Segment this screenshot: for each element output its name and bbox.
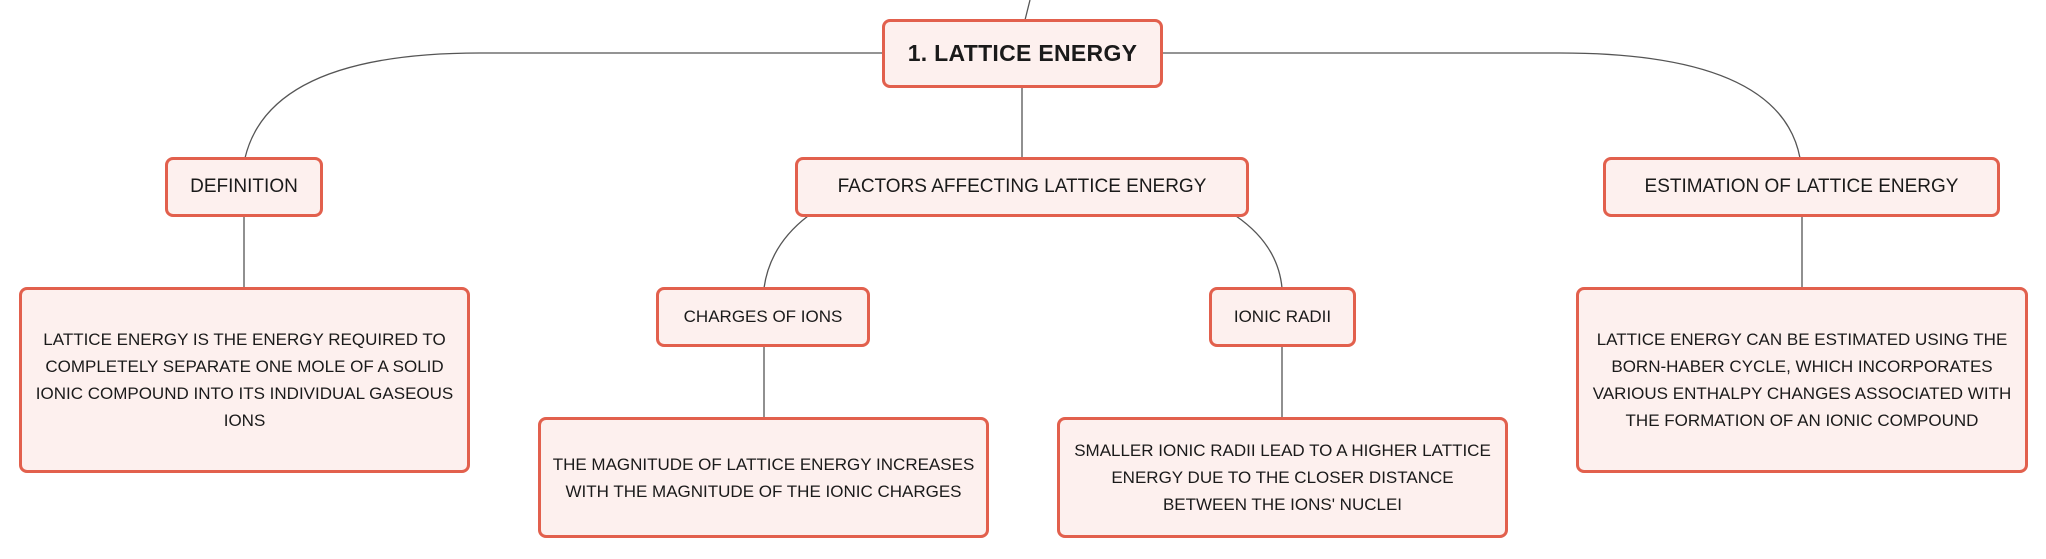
charges-detail-text: THE MAGNITUDE OF LATTICE ENERGY INCREASE…: [552, 454, 975, 501]
estimation-node[interactable]: ESTIMATION OF LATTICE ENERGY: [1603, 157, 2000, 217]
definition-node[interactable]: DEFINITION: [165, 157, 323, 217]
factors-label: FACTORS AFFECTING LATTICE ENERGY: [837, 176, 1207, 197]
factors-node[interactable]: FACTORS AFFECTING LATTICE ENERGY: [795, 157, 1249, 217]
ionic-radii-label: IONIC RADII: [1233, 307, 1332, 326]
radii-detail-text: SMALLER IONIC RADII LEAD TO A HIGHER LAT…: [1074, 441, 1491, 514]
connector-root-to-estimation: [1162, 52, 1801, 159]
root-topic-node[interactable]: 1. LATTICE ENERGY: [882, 19, 1163, 88]
estimation-label: ESTIMATION OF LATTICE ENERGY: [1644, 176, 1959, 197]
root-topic-label: 1. LATTICE ENERGY: [907, 40, 1138, 66]
estimation-detail-node[interactable]: LATTICE ENERGY CAN BE ESTIMATED USING TH…: [1576, 287, 2028, 473]
definition-label: DEFINITION: [190, 176, 298, 197]
charges-of-ions-node[interactable]: CHARGES OF IONS: [656, 287, 870, 347]
ionic-radii-node[interactable]: IONIC RADII: [1209, 287, 1356, 347]
estimation-detail-text: LATTICE ENERGY CAN BE ESTIMATED USING TH…: [1592, 330, 2012, 430]
connector-parent-to-root: [1024, 0, 1031, 21]
definition-detail-text: LATTICE ENERGY IS THE ENERGY REQUIRED TO…: [35, 330, 454, 430]
connector-factors-to-charges: [763, 215, 809, 289]
connector-factors-to-radii: [1235, 215, 1283, 289]
charges-of-ions-label: CHARGES OF IONS: [683, 307, 843, 326]
charges-detail-node[interactable]: THE MAGNITUDE OF LATTICE ENERGY INCREASE…: [538, 417, 989, 538]
connector-root-to-definition: [244, 52, 882, 159]
definition-detail-node[interactable]: LATTICE ENERGY IS THE ENERGY REQUIRED TO…: [19, 287, 470, 473]
radii-detail-node[interactable]: SMALLER IONIC RADII LEAD TO A HIGHER LAT…: [1057, 417, 1508, 538]
